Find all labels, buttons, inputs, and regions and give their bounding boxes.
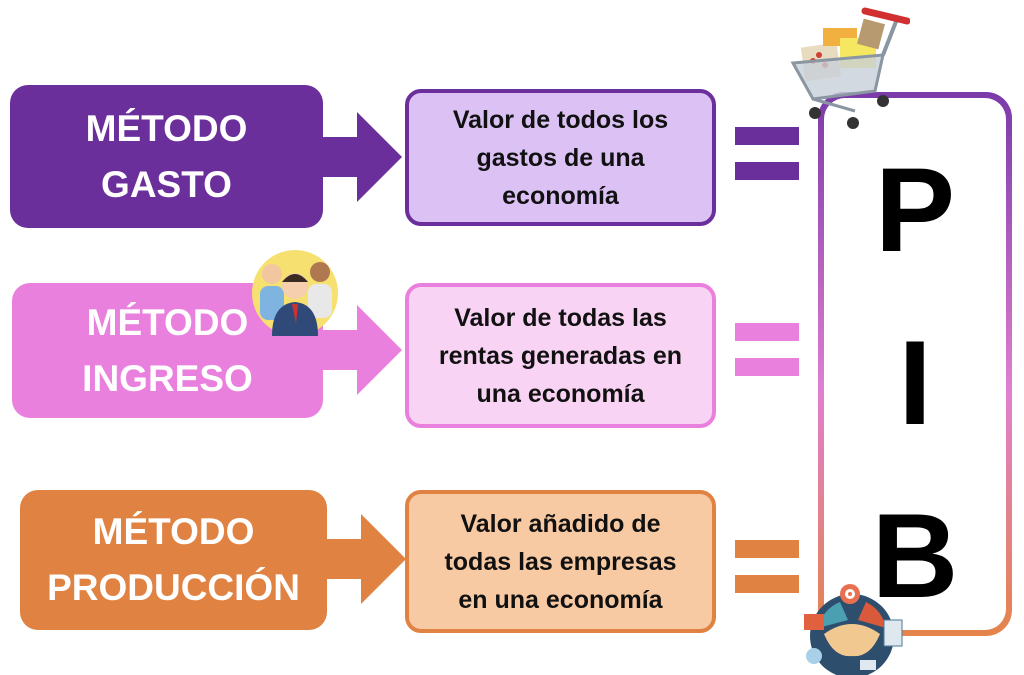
desc-gasto-box: Valor de todos los gastos de una economía [405,89,716,226]
desc-line: gastos de una [476,143,645,172]
equals-sign [735,127,799,197]
pib-letter-p: P [874,143,956,277]
method-gasto-box: MÉTODO GASTO [10,85,323,228]
desc-line: una economía [476,379,645,408]
method-label-line2: GASTO [101,163,232,205]
method-label-line2: PRODUCCIÓN [47,567,300,608]
arrow-right-icon [322,112,402,202]
desc-produccion-box: Valor añadido de todas las empresas en una… [405,490,716,633]
desc-line: en una economía [458,585,663,614]
pib-box: P I B [818,92,1012,636]
pib-letter-b: B [871,489,959,623]
desc-ingreso-box: Valor de todas las rentas generadas en una… [405,283,716,428]
equals-sign [735,323,799,393]
equals-sign [735,540,799,610]
business-people-icon [252,250,338,336]
desc-line: rentas generadas en [438,341,683,370]
desc-line: Valor añadido de [460,509,661,538]
arrow-right-icon [322,305,402,395]
desc-line: economía [502,181,619,210]
shopping-cart-icon [790,7,910,129]
desc-line: todas las empresas [444,547,677,576]
arrow-right-icon [326,514,406,604]
desc-line: Valor de todas las [454,303,667,332]
pib-letter-i: I [898,316,932,450]
method-label-line2: INGRESO [82,357,253,399]
method-label-line1: MÉTODO [92,511,255,552]
desc-line: Valor de todos los [452,105,669,134]
method-label-line1: MÉTODO [85,107,248,149]
handshake-icon [804,584,903,675]
method-produccion-box: MÉTODO PRODUCCIÓN [20,490,327,630]
method-label-line1: MÉTODO [86,301,249,343]
